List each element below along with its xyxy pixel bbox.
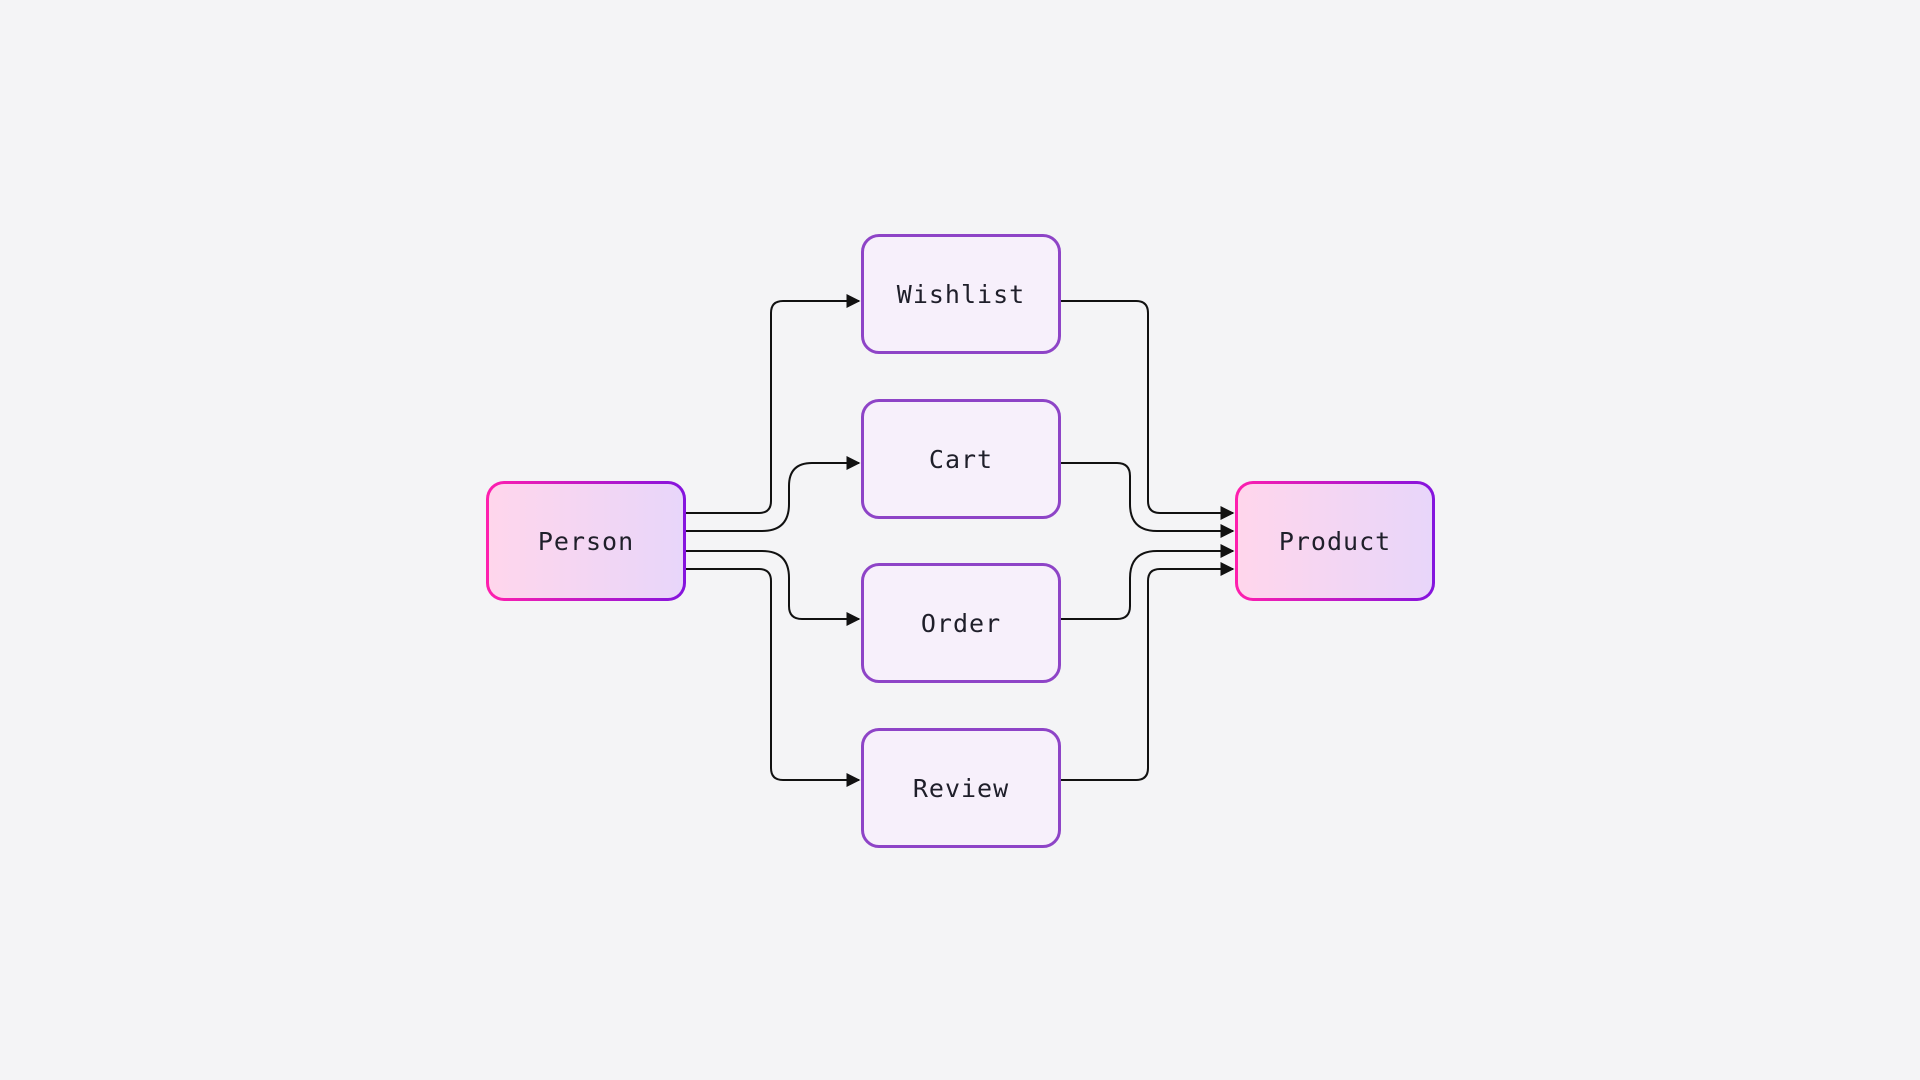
edge-person-review [686,568,861,787]
node-person-label: Person [537,526,635,556]
node-product[interactable]: Product [1235,481,1435,601]
node-review-label: Review [912,773,1010,803]
node-product-label: Product [1278,526,1392,556]
node-cart-label: Cart [928,444,994,474]
edge-cart-product [1061,462,1235,538]
edge-person-cart [686,456,861,532]
edge-order-product [1061,544,1235,620]
edge-review-product [1061,562,1235,781]
node-wishlist-label: Wishlist [896,279,1026,309]
node-person[interactable]: Person [486,481,686,601]
edge-person-wishlist [686,294,861,514]
node-cart[interactable]: Cart [861,399,1061,519]
edge-person-order [686,550,861,626]
edge-wishlist-product [1061,300,1235,520]
node-review[interactable]: Review [861,728,1061,848]
node-order[interactable]: Order [861,563,1061,683]
node-order-label: Order [920,608,1002,638]
node-wishlist[interactable]: Wishlist [861,234,1061,354]
